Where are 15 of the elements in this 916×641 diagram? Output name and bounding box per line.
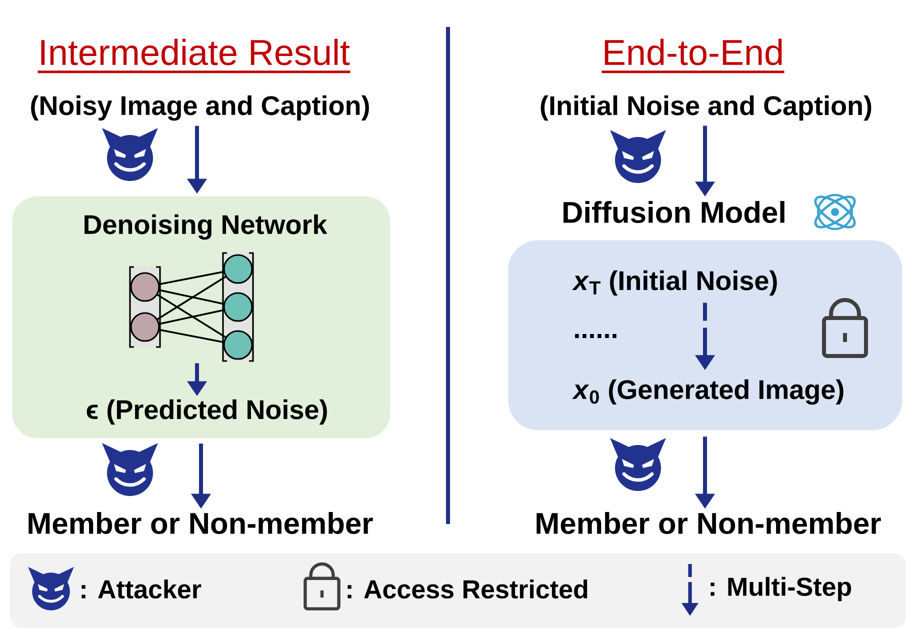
ellipsis-text: ...... <box>575 334 616 338</box>
output-label: ϵ (Predicted Noise) <box>86 399 327 425</box>
input-label: (Initial Noise and Caption) <box>540 95 872 121</box>
input-label: (Noisy Image and Caption) <box>31 95 369 121</box>
section-heading: Intermediate Result <box>38 38 350 74</box>
legend-label: : Access Restricted <box>348 579 588 599</box>
section-heading: End-to-End <box>602 38 784 74</box>
legend-label: : Multi-Step <box>710 576 852 602</box>
step-label: x$_{T}$ (Initial Noise) <box>572 270 777 296</box>
legend-label: : Attacker <box>82 579 202 599</box>
step-label: x$_{0}$ (Generated Image) <box>572 379 844 405</box>
result-label: Member or Non-member <box>28 512 373 534</box>
neural-network-drawing <box>129 252 254 362</box>
result-label: Member or Non-member <box>536 512 881 534</box>
node-label: Diffusion Model <box>564 200 784 224</box>
